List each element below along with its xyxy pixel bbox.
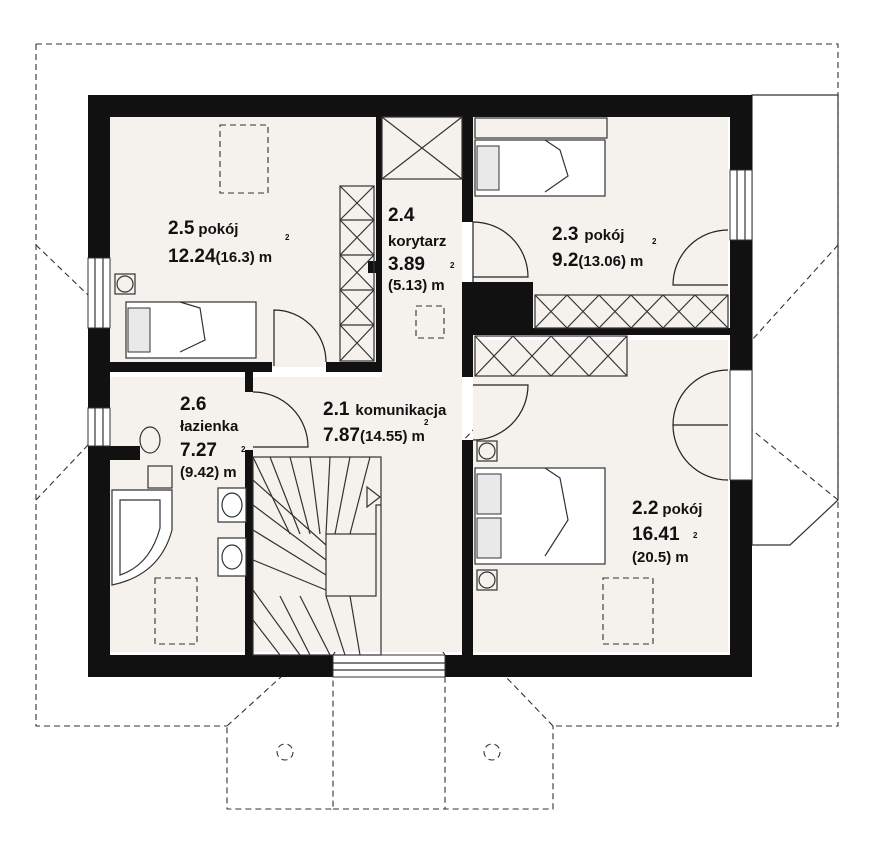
room-label-2-4: 2.4 korytarz 3.89 2 (5.13)m	[388, 205, 455, 294]
area-unit: m	[223, 464, 236, 481]
room-gross-area: (9.42)	[180, 464, 219, 481]
room-gross-area: (16.3)	[216, 249, 255, 266]
area-superscript: 2	[241, 445, 246, 454]
room-gross-area: (5.13)	[388, 277, 427, 294]
room-label-2-3: 2.3 pokój 2 9.2(13.06)m	[552, 224, 657, 271]
room-name: korytarz	[388, 233, 446, 250]
area-unit: m	[630, 253, 643, 270]
roof-post-left	[276, 743, 294, 761]
room-gross-area: (13.06)	[578, 253, 626, 270]
room-area: 3.89	[388, 254, 425, 275]
room-name: łazienka	[180, 418, 239, 435]
terrace-outline	[751, 94, 839, 546]
staircase	[252, 456, 382, 656]
room-name: pokój	[198, 221, 238, 238]
svg-text:(9.42)m: (9.42)m	[180, 464, 237, 481]
svg-text:12.24(16.3)m: 12.24(16.3)m	[168, 246, 272, 267]
bed-room-2-3	[474, 117, 608, 197]
wardrobes	[339, 116, 729, 377]
area-superscript: 2	[285, 233, 290, 242]
room-area: 7.87	[323, 425, 360, 446]
bed-room-2-2	[474, 440, 606, 591]
room-number: 2.6	[180, 394, 206, 415]
room-area: 7.27	[180, 440, 217, 461]
area-unit: m	[412, 428, 425, 445]
room-number: 2.1	[323, 399, 350, 420]
room-name: pokój	[584, 227, 624, 244]
room-number: 2.4	[388, 205, 415, 226]
svg-text:9.2(13.06)m: 9.2(13.06)m	[552, 250, 643, 271]
area-superscript: 2	[450, 261, 455, 270]
room-name: pokój	[662, 501, 702, 518]
bed-room-2-5	[114, 273, 257, 359]
area-unit: m	[259, 249, 272, 266]
area-superscript: 2	[424, 418, 429, 427]
room-floors	[110, 117, 728, 652]
area-unit: m	[431, 277, 444, 294]
windows	[87, 169, 753, 678]
room-label-2-1: 2.1 komunikacja 2 7.87(14.55)m	[323, 399, 447, 446]
room-number: 2.2	[632, 498, 658, 519]
area-unit: m	[675, 549, 688, 566]
room-number: 2.3	[552, 224, 578, 245]
area-superscript: 2	[693, 531, 698, 540]
svg-text:(5.13)m: (5.13)m	[388, 277, 445, 294]
room-name: komunikacja	[355, 402, 447, 419]
svg-text:7.87(14.55)m: 7.87(14.55)m	[323, 425, 425, 446]
room-label-2-6: 2.6 łazienka 7.27 2 (9.42)m	[180, 394, 246, 481]
svg-text:(20.5)m: (20.5)m	[632, 549, 689, 566]
room-number: 2.5	[168, 218, 195, 239]
room-gross-area: (20.5)	[632, 549, 671, 566]
doors	[252, 221, 729, 481]
roof-post-right	[483, 743, 501, 761]
room-area: 12.24	[168, 246, 216, 267]
room-gross-area: (14.55)	[360, 428, 408, 445]
area-superscript: 2	[652, 237, 657, 246]
skylights	[154, 124, 654, 645]
bathroom-fixtures	[111, 426, 247, 586]
room-area: 16.41	[632, 524, 680, 545]
room-area: 9.2	[552, 250, 578, 271]
